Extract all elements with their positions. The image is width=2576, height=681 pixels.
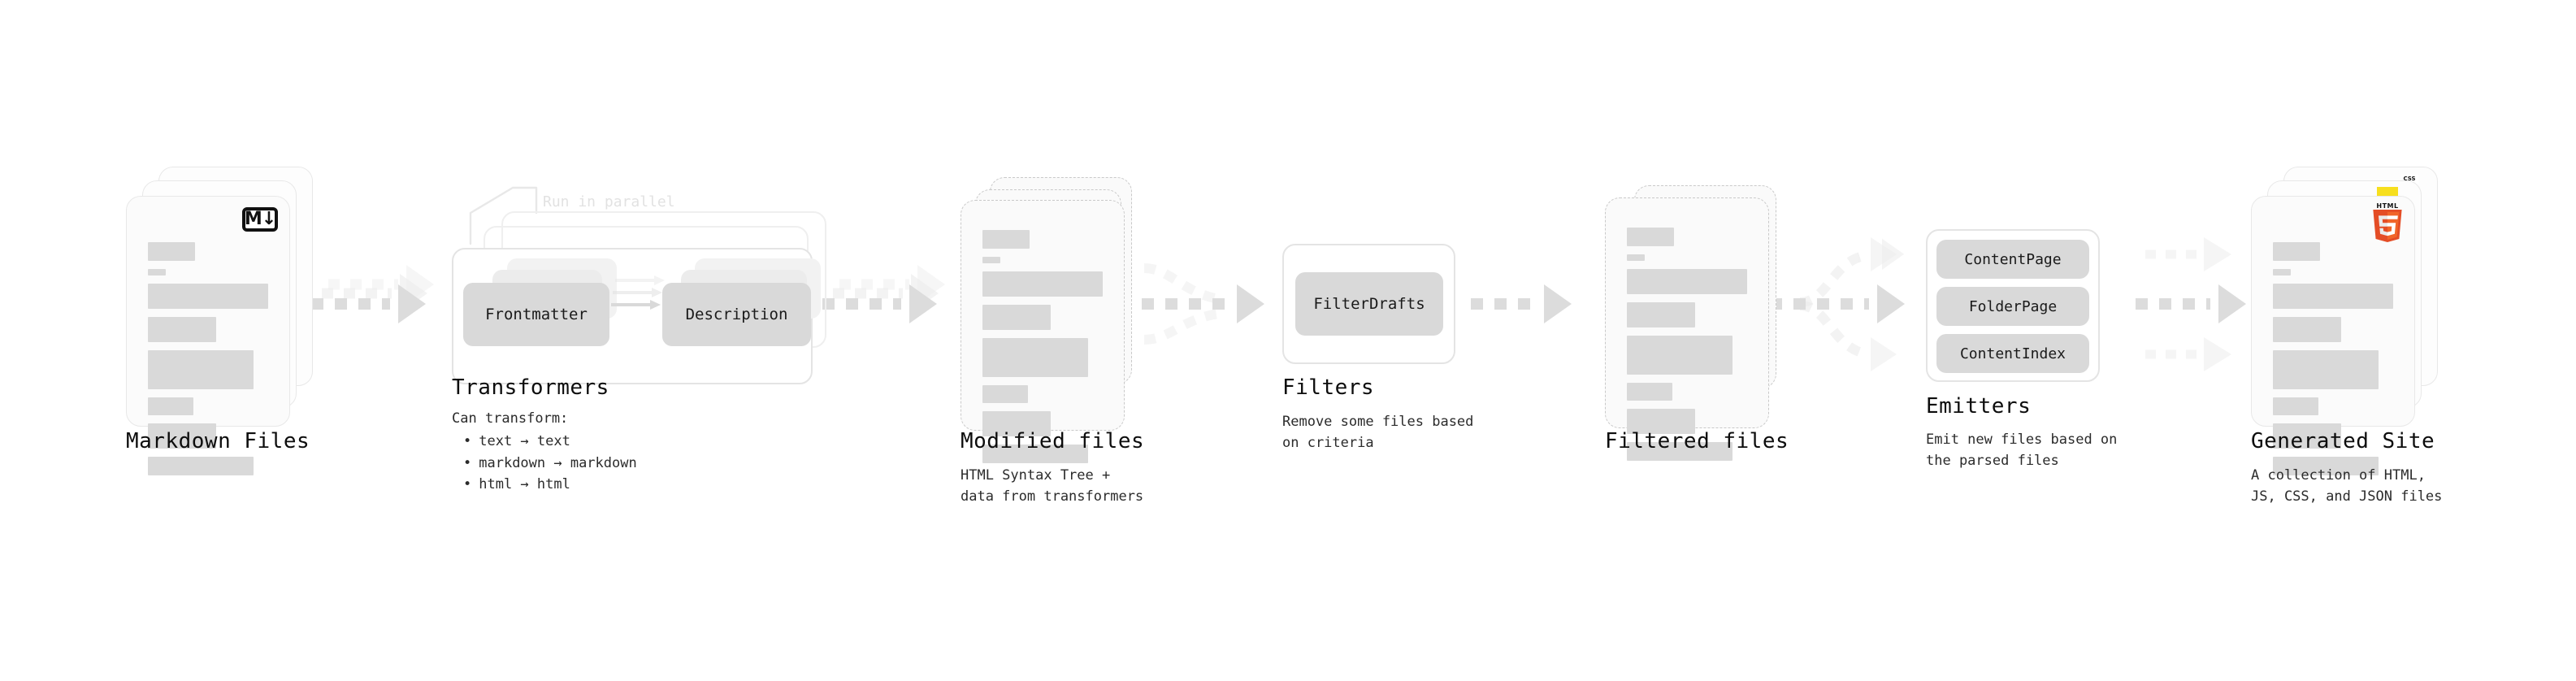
stage-subtitle-generated-site: A collection of HTML, JS, CSS, and JSON … — [2251, 467, 2443, 505]
arrow-filters-to-filtered — [1471, 284, 1572, 323]
html5-shield-icon — [2373, 210, 2402, 242]
arrow-markdown-to-transformers — [311, 284, 426, 323]
arrow-modified-to-filters-branch-bottom — [1143, 263, 1221, 304]
doc-line — [1627, 409, 1696, 434]
filtered-card-lines — [1627, 228, 1747, 469]
doc-line — [148, 284, 268, 309]
doc-line — [148, 423, 217, 449]
doc-line — [1627, 269, 1747, 294]
html5-logo-wordmark: HTML — [2376, 202, 2399, 210]
doc-line — [148, 457, 254, 475]
stage-subtitle-emitters: Emit new files based on the parsed files — [1926, 432, 2118, 470]
doc-line — [2273, 397, 2319, 415]
doc-line — [148, 242, 195, 261]
arrow-emitters-to-site-middle — [2136, 284, 2246, 323]
modified-card-front — [961, 200, 1125, 463]
doc-line — [2273, 284, 2393, 309]
emitter-chip-folderpage[interactable]: FolderPage — [1936, 287, 2089, 326]
transformers-description: Can transform: text → text markdown → ma… — [452, 408, 637, 495]
stage-title-transformers: Transformers — [452, 375, 609, 400]
arrow-emitters-to-site-top — [2145, 237, 2231, 271]
arrow-filtered-to-emitters-top — [1799, 238, 1905, 307]
doc-line — [148, 350, 254, 389]
modified-card-lines — [982, 230, 1103, 471]
transformers-bullet: html → html — [463, 474, 637, 495]
arrow-markdown-to-transformers-ghost2 — [328, 265, 434, 304]
doc-line — [2273, 242, 2320, 261]
modified-files-stack — [961, 177, 1147, 463]
site-card-lines — [2273, 242, 2393, 484]
arrow-transformers-to-modified-ghost1 — [833, 274, 939, 313]
arrow-modified-to-filters-branch-top — [1143, 309, 1220, 345]
transformers-lead: Can transform: — [452, 410, 569, 427]
doc-line — [982, 305, 1052, 330]
doc-line — [982, 445, 1089, 463]
filter-chip-label: FilterDrafts — [1313, 295, 1425, 313]
stage-subtitle-filters: Remove some files based on criteria — [1282, 414, 1474, 452]
transformers-bullet-list: text → text markdown → markdown html → h… — [452, 431, 637, 495]
doc-line — [982, 230, 1030, 249]
stage-title-markdown-files: Markdown Files — [126, 429, 310, 453]
emitter-chip-label: ContentPage — [1964, 250, 2062, 268]
arrow-emitters-to-site-bottom — [2145, 337, 2231, 371]
doc-line — [982, 338, 1089, 377]
markdown-card-lines — [148, 242, 268, 484]
arrow-modified-to-filters — [1142, 284, 1264, 323]
generated-site-stack: CSS HTML — [2251, 167, 2446, 475]
doc-line — [1627, 336, 1733, 375]
markdown-files-stack: M↓ — [126, 167, 313, 475]
stage-title-modified-files: Modified files — [961, 429, 1145, 453]
stage-title-filtered-files: Filtered files — [1605, 429, 1789, 453]
stage-title-generated-site: Generated Site — [2251, 429, 2435, 453]
doc-line — [1627, 442, 1733, 461]
filtered-card-front — [1605, 197, 1769, 461]
arrow-markdown-to-transformers-ghost1 — [322, 274, 427, 313]
stage-title-emitters: Emitters — [1926, 394, 2032, 419]
emitter-chip-contentpage[interactable]: ContentPage — [1936, 240, 2089, 279]
emitter-chip-label: ContentIndex — [1959, 345, 2066, 362]
emitter-chip-label: FolderPage — [1968, 297, 2058, 315]
run-in-parallel-label: Run in parallel — [543, 193, 675, 210]
arrow-filtered-fork-head-top — [1871, 237, 1897, 271]
stage-title-filters: Filters — [1282, 375, 1375, 400]
doc-line — [2273, 350, 2379, 389]
arrow-filtered-to-emitters-bottom — [1799, 301, 1871, 359]
filtered-files-stack — [1605, 185, 1792, 461]
doc-line — [148, 397, 194, 415]
doc-line — [2273, 457, 2379, 475]
arrow-transformers-to-modified-ghost2 — [839, 265, 945, 304]
doc-line — [148, 269, 166, 275]
site-card-front: HTML — [2251, 196, 2415, 475]
transformer-chip-description[interactable]: Description — [662, 283, 811, 346]
doc-line — [982, 411, 1052, 436]
doc-line — [982, 257, 1000, 263]
arrow-filtered-fork-head-bottom — [1871, 337, 1897, 371]
transformer-chip-frontmatter[interactable]: Frontmatter — [463, 283, 609, 346]
emitter-chip-contentindex[interactable]: ContentIndex — [1936, 334, 2089, 373]
transformer-chip-label: Frontmatter — [485, 306, 588, 323]
transformer-chip-label: Description — [685, 306, 788, 323]
doc-line — [1627, 302, 1696, 327]
markdown-logo-label: M↓ — [244, 209, 276, 229]
doc-line — [2273, 269, 2291, 275]
doc-line — [982, 385, 1029, 403]
filter-chip-filterdrafts[interactable]: FilterDrafts — [1295, 272, 1443, 336]
doc-line — [1627, 228, 1674, 246]
arrow-transformers-to-modified — [822, 284, 937, 323]
doc-line — [982, 271, 1103, 297]
doc-line — [1627, 254, 1645, 261]
transformers-bullet: text → text — [463, 431, 637, 452]
doc-line — [2273, 317, 2342, 342]
html5-logo: HTML — [2370, 202, 2405, 243]
markdown-logo: M↓ — [242, 207, 278, 232]
doc-line — [148, 317, 217, 342]
doc-line — [2273, 423, 2342, 449]
stage-subtitle-modified-files: HTML Syntax Tree + data from transformer… — [961, 467, 1144, 505]
transformers-bullet: markdown → markdown — [463, 453, 636, 474]
doc-line — [1627, 383, 1673, 401]
markdown-card-front: M↓ — [126, 196, 290, 475]
